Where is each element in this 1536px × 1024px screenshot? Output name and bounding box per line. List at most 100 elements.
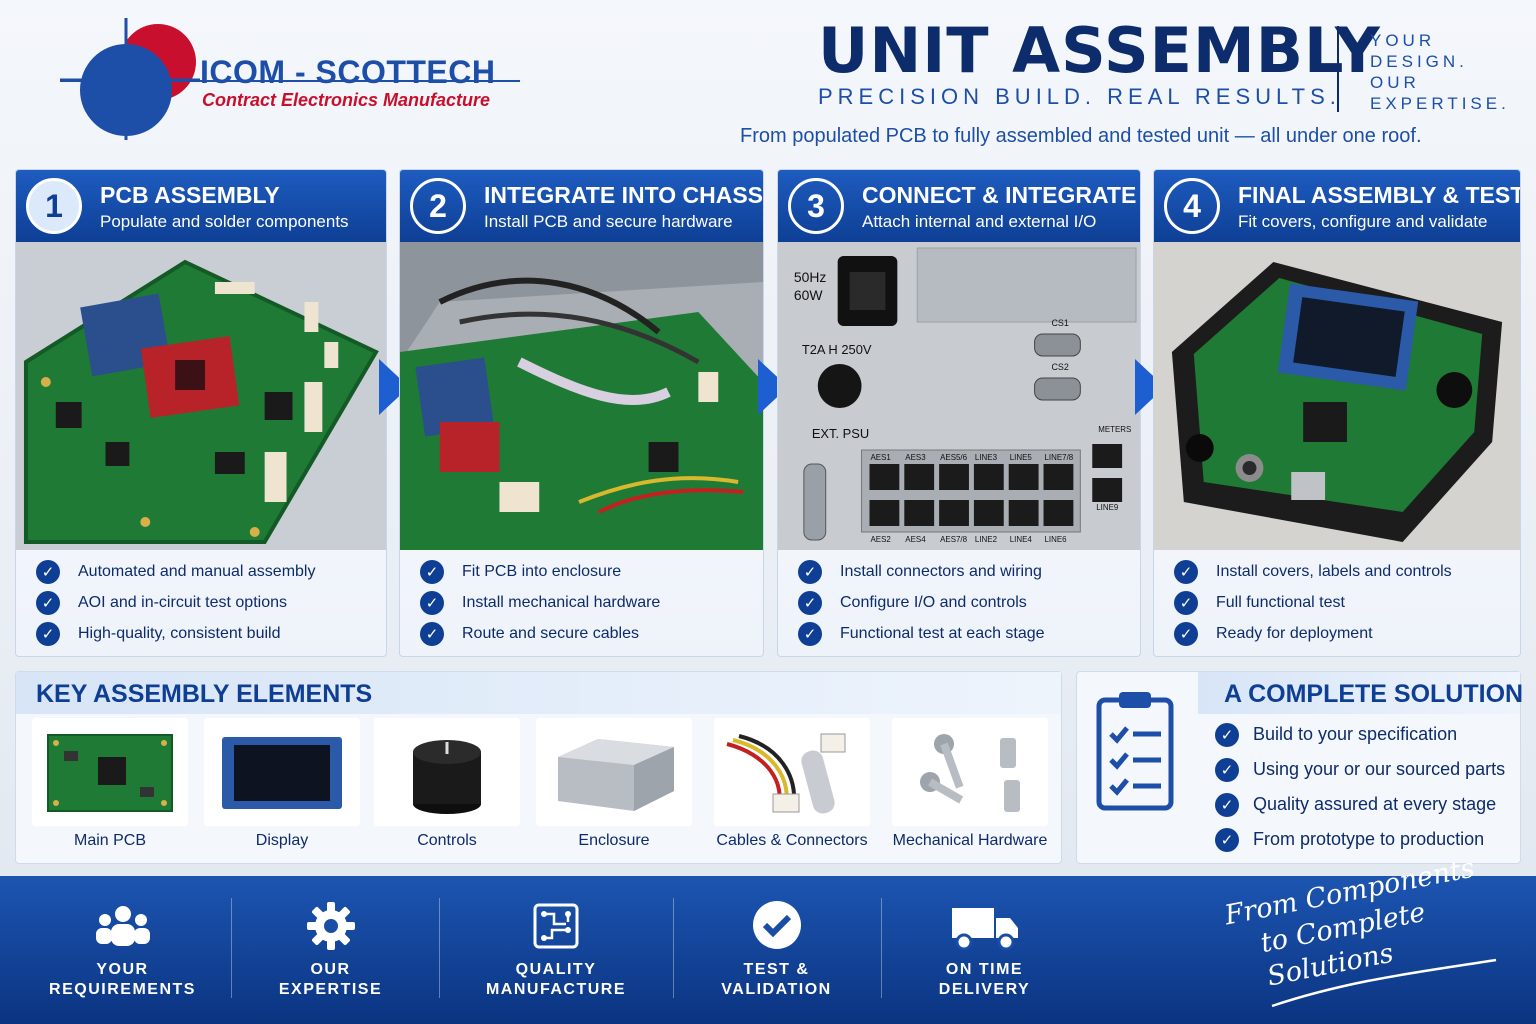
step-number: 1 <box>26 178 82 234</box>
list-item: ✓High-quality, consistent build <box>36 618 376 649</box>
feature-label: EXPERTISE <box>278 981 383 998</box>
feature-quality: QUALITY MANUFACTURE <box>472 898 640 1008</box>
port-label: LINE4 <box>1010 535 1033 544</box>
bullet-text: Fit PCB into enclosure <box>462 562 622 580</box>
rj45-port <box>869 500 900 526</box>
step-header: 3 CONNECT & INTEGRATE Attach internal an… <box>778 170 1140 242</box>
key-item-display: Display <box>204 718 360 858</box>
hero-side-text: YOUR DESIGN. OUR EXPERTISE. <box>1370 30 1530 114</box>
hero-description: From populated PCB to fully assembled an… <box>740 125 1422 147</box>
key-tile <box>32 718 188 826</box>
solution-title: A COMPLETE SOLUTION <box>1224 680 1524 708</box>
key-item-controls: Controls <box>374 718 520 858</box>
port-label: AES2 <box>870 535 891 544</box>
key-item-label: Display <box>255 832 309 849</box>
rj45-port <box>904 500 935 526</box>
list-item: ✓ Install covers, labels and controls <box>1174 556 1510 587</box>
check-icon: ✓ <box>1174 559 1198 584</box>
check-icon: ✓ <box>420 621 444 646</box>
logo-rule <box>60 80 520 82</box>
feature-test: TEST & VALIDATION <box>704 898 849 1008</box>
check-icon: ✓ <box>36 621 60 646</box>
process-steps: 1 PCB ASSEMBLY Populate and solder compo… <box>15 169 1521 657</box>
step-card-connect-integrate: 3 CONNECT & INTEGRATE Attach internal an… <box>777 169 1141 657</box>
key-item-main-pcb: Main PCB <box>32 718 188 858</box>
bullet-text: Configure I/O and controls <box>840 593 1027 611</box>
rj45-port-grid <box>869 444 1123 526</box>
footer-divider <box>881 898 882 998</box>
key-item-cables: Cables & Connectors <box>714 718 870 858</box>
step-title: CONNECT & INTEGRATE <box>862 182 1137 208</box>
step-title: INTEGRATE INTO CHASSIS <box>484 182 764 208</box>
panel-label-power: 60W <box>794 287 823 303</box>
key-item-mechanical-hardware: Mechanical Hardware <box>892 718 1048 858</box>
port-label: LINE7/8 <box>1045 453 1074 462</box>
solution-header <box>1198 672 1520 714</box>
pcb-icon <box>47 734 173 812</box>
key-assembly-elements: KEY ASSEMBLY ELEMENTS Main PCB Display <box>15 671 1062 864</box>
list-item: ✓ Automated and manual assembly <box>36 556 376 587</box>
key-item-label: Controls <box>417 832 477 849</box>
step-number: 4 <box>1164 178 1220 234</box>
step-bullets: ✓Fit PCB into enclosure ✓Install mechani… <box>420 556 753 649</box>
list-item: ✓Full functional test <box>1174 587 1510 618</box>
feature-label: MANUFACTURE <box>485 981 627 998</box>
feature-label: TEST & <box>743 961 810 978</box>
slogan-swoosh <box>1271 958 1497 1008</box>
company-name: ICOM - SCOTTECH <box>200 54 496 90</box>
panel-label-psu: EXT. PSU <box>812 426 869 441</box>
check-icon: ✓ <box>420 590 444 615</box>
rj45-port <box>1008 464 1039 490</box>
people-icon <box>95 906 150 946</box>
check-icon: ✓ <box>420 559 444 584</box>
gear-icon <box>306 902 355 950</box>
hero-side-line: EXPERTISE. <box>1370 94 1510 113</box>
port-label: LINE2 <box>975 535 998 544</box>
check-icon: ✓ <box>798 621 822 646</box>
check-icon: ✓ <box>1215 757 1239 782</box>
port-label: AES3 <box>905 453 926 462</box>
step-subtitle: Attach internal and external I/O <box>862 212 1097 231</box>
bullet-text: Automated and manual assembly <box>78 562 316 580</box>
enclosure-icon <box>558 739 674 811</box>
list-item: ✓Build to your specification <box>1215 717 1505 752</box>
feature-label: DELIVERY <box>938 981 1031 998</box>
rj45-port <box>973 464 1004 490</box>
populated-pcb-photo <box>16 242 386 550</box>
check-icon: ✓ <box>36 559 60 584</box>
check-icon: ✓ <box>1215 827 1239 852</box>
panel-label-cs1: CS1 <box>1051 318 1068 328</box>
cable-icon <box>726 733 846 814</box>
key-tile <box>204 718 360 826</box>
step-number: 2 <box>410 178 466 234</box>
check-icon: ✓ <box>798 590 822 615</box>
rj45-port <box>939 500 969 526</box>
footer-divider <box>673 898 674 998</box>
feature-label: OUR <box>310 961 351 978</box>
step-number: 3 <box>788 178 844 234</box>
panel-label-fuse: T2A H 250V <box>802 342 872 357</box>
port-label: AES7/8 <box>940 535 968 544</box>
hero-divider <box>1337 26 1339 112</box>
knob-icon <box>413 740 481 814</box>
step-header: 4 FINAL ASSEMBLY & TEST Fit covers, conf… <box>1154 170 1520 242</box>
step-subtitle: Install PCB and secure hardware <box>484 212 733 231</box>
key-item-label: Main PCB <box>73 832 147 849</box>
key-tile <box>374 718 520 826</box>
bullet-text: Install covers, labels and controls <box>1216 562 1452 580</box>
panel-label-meters: METERS <box>1098 425 1131 434</box>
panel-label-line9: LINE9 <box>1096 503 1119 512</box>
rj45-port <box>1043 500 1074 526</box>
rj45-port <box>973 500 1004 526</box>
step-header: 2 INTEGRATE INTO CHASSIS Install PCB and… <box>400 170 763 242</box>
feature-label: VALIDATION <box>721 981 832 998</box>
feature-label: REQUIREMENTS <box>49 981 196 998</box>
feature-label: QUALITY <box>515 961 597 978</box>
page-title: UNIT ASSEMBLY <box>818 14 1381 87</box>
hero-side-line: OUR <box>1370 73 1420 92</box>
check-icon: ✓ <box>1174 590 1198 615</box>
